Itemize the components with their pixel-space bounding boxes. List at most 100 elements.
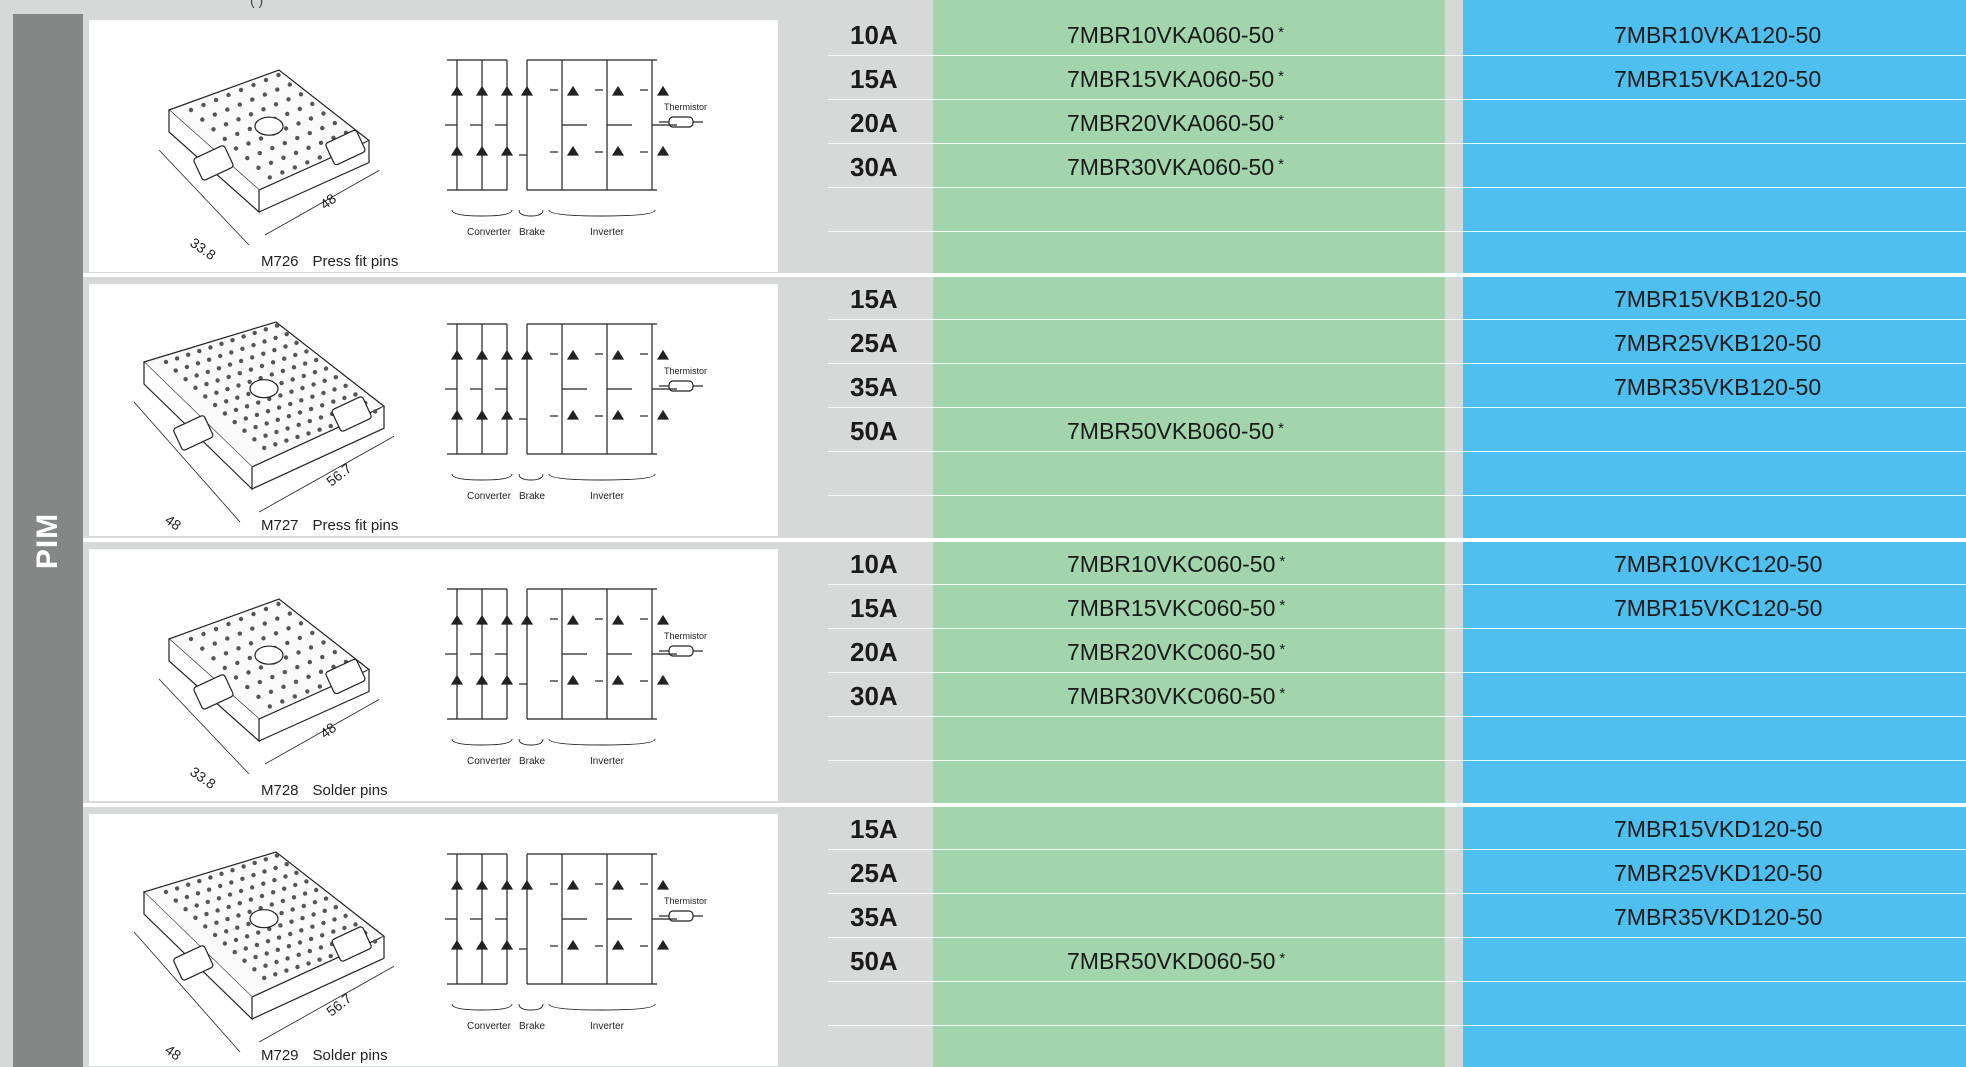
brake-label: Brake xyxy=(519,1021,546,1032)
row-divider xyxy=(828,937,1966,938)
current-rating: 15A xyxy=(850,593,898,623)
part-number-600v[interactable]: 7MBR10VKC060-50* xyxy=(1067,551,1285,578)
row-divider xyxy=(828,187,1966,188)
part-number-600v[interactable]: 7MBR10VKA060-50* xyxy=(1067,22,1284,49)
header-cut-text: ( ) xyxy=(250,0,264,8)
part-number-1200v[interactable]: 7MBR35VKB120-50 xyxy=(1614,374,1822,400)
part-number-600v-text: 7MBR20VKA060-50 xyxy=(1067,110,1275,136)
row-divider xyxy=(828,716,1966,717)
part-number-600v-text: 7MBR20VKC060-50 xyxy=(1067,639,1276,665)
current-rating: 10A xyxy=(850,20,898,50)
inverter-label: Inverter xyxy=(590,756,625,767)
current-rating: 50A xyxy=(850,416,898,446)
row-divider xyxy=(828,584,1966,585)
part-number-1200v[interactable]: 7MBR15VKA120-50 xyxy=(1614,66,1822,92)
part-number-600v[interactable]: 7MBR30VKC060-50* xyxy=(1067,683,1285,710)
inverter-label: Inverter xyxy=(590,227,625,238)
part-number-600v-text: 7MBR10VKA060-50 xyxy=(1067,22,1275,48)
part-number-600v[interactable]: 7MBR20VKC060-50* xyxy=(1067,639,1285,666)
row-divider xyxy=(828,495,1966,496)
dimension-label-a: 48 xyxy=(162,511,184,533)
note-asterisk: * xyxy=(1279,597,1286,614)
note-asterisk: * xyxy=(1279,641,1286,658)
dimension-label-b: 48 xyxy=(317,719,339,741)
dimension-label-a: 48 xyxy=(162,1041,184,1063)
part-number-1200v[interactable]: 7MBR15VKD120-50 xyxy=(1614,816,1823,842)
module-pin-type: Press fit pins xyxy=(312,517,399,534)
part-number-600v-text: 7MBR30VKA060-50 xyxy=(1067,154,1275,180)
part-number-1200v[interactable]: 7MBR10VKC120-50 xyxy=(1614,551,1823,577)
part-number-600v-text: 7MBR15VKC060-50 xyxy=(1067,595,1276,621)
circuit-diagram xyxy=(445,59,703,217)
part-number-600v[interactable]: 7MBR50VKB060-50* xyxy=(1067,418,1284,445)
thermistor-label: Thermistor xyxy=(664,631,707,641)
part-number-600v[interactable]: 7MBR15VKC060-50* xyxy=(1067,595,1285,622)
converter-label: Converter xyxy=(467,227,512,238)
module-code: M727 xyxy=(261,517,299,534)
row-divider xyxy=(828,760,1966,761)
part-number-600v-text: 7MBR10VKC060-50 xyxy=(1067,551,1276,577)
module-caption: M726 Press fit pins xyxy=(261,253,398,270)
note-asterisk: * xyxy=(1278,68,1284,85)
current-rating: 25A xyxy=(850,858,898,888)
current-rating: 35A xyxy=(850,902,898,932)
row-divider xyxy=(828,363,1966,364)
current-rating: 15A xyxy=(850,814,898,844)
note-asterisk: * xyxy=(1278,24,1284,41)
current-rating: 25A xyxy=(850,328,898,358)
part-number-600v-text: 7MBR30VKC060-50 xyxy=(1067,683,1276,709)
row-divider xyxy=(828,99,1966,100)
side-category-label: PIM xyxy=(31,512,64,569)
row-divider xyxy=(828,407,1966,408)
part-number-1200v[interactable]: 7MBR25VKB120-50 xyxy=(1614,330,1822,356)
row-divider xyxy=(828,451,1966,452)
part-number-600v-text: 7MBR15VKA060-50 xyxy=(1067,66,1275,92)
module-package-drawing xyxy=(133,851,395,1053)
part-number-600v[interactable]: 7MBR30VKA060-50* xyxy=(1067,154,1284,181)
part-number-1200v[interactable]: 7MBR10VKA120-50 xyxy=(1614,22,1822,48)
part-number-1200v[interactable]: 7MBR25VKD120-50 xyxy=(1614,860,1823,886)
row-divider xyxy=(828,55,1966,56)
row-divider xyxy=(828,143,1966,144)
current-rating: 50A xyxy=(850,946,898,976)
module-pin-type: Press fit pins xyxy=(312,253,399,270)
inverter-label: Inverter xyxy=(590,491,625,502)
row-divider xyxy=(828,231,1966,232)
current-rating: 20A xyxy=(850,637,898,667)
dimension-label-b: 48 xyxy=(317,190,339,212)
current-rating: 30A xyxy=(850,152,898,182)
converter-label: Converter xyxy=(467,491,512,502)
row-divider xyxy=(828,893,1966,894)
group-separator xyxy=(83,538,1966,542)
circuit-diagram xyxy=(445,323,703,481)
part-number-600v-text: 7MBR50VKD060-50 xyxy=(1067,948,1276,974)
inverter-label: Inverter xyxy=(590,1021,625,1032)
module-package-drawing xyxy=(158,69,380,246)
note-asterisk: * xyxy=(1278,156,1284,173)
part-number-1200v[interactable]: 7MBR15VKB120-50 xyxy=(1614,286,1822,312)
note-asterisk: * xyxy=(1279,553,1286,570)
module-code: M728 xyxy=(261,782,299,799)
part-number-1200v[interactable]: 7MBR15VKC120-50 xyxy=(1614,595,1823,621)
part-number-600v[interactable]: 7MBR50VKD060-50* xyxy=(1067,948,1285,975)
converter-label: Converter xyxy=(467,1021,512,1032)
column-600v xyxy=(933,0,1445,1067)
dimension-label-b: 56.7 xyxy=(323,460,354,490)
thermistor-label: Thermistor xyxy=(664,102,707,112)
note-asterisk: * xyxy=(1278,112,1284,129)
part-number-600v[interactable]: 7MBR20VKA060-50* xyxy=(1067,110,1284,137)
column-1200v xyxy=(1463,0,1966,1067)
module-code: M729 xyxy=(261,1047,299,1064)
row-divider xyxy=(828,849,1966,850)
part-number-1200v[interactable]: 7MBR35VKD120-50 xyxy=(1614,904,1823,930)
module-code: M726 xyxy=(261,253,299,270)
row-divider xyxy=(828,981,1966,982)
dimension-label-a: 33.8 xyxy=(187,234,219,263)
row-divider xyxy=(828,319,1966,320)
part-number-600v[interactable]: 7MBR15VKA060-50* xyxy=(1067,66,1284,93)
current-rating: 15A xyxy=(850,284,898,314)
